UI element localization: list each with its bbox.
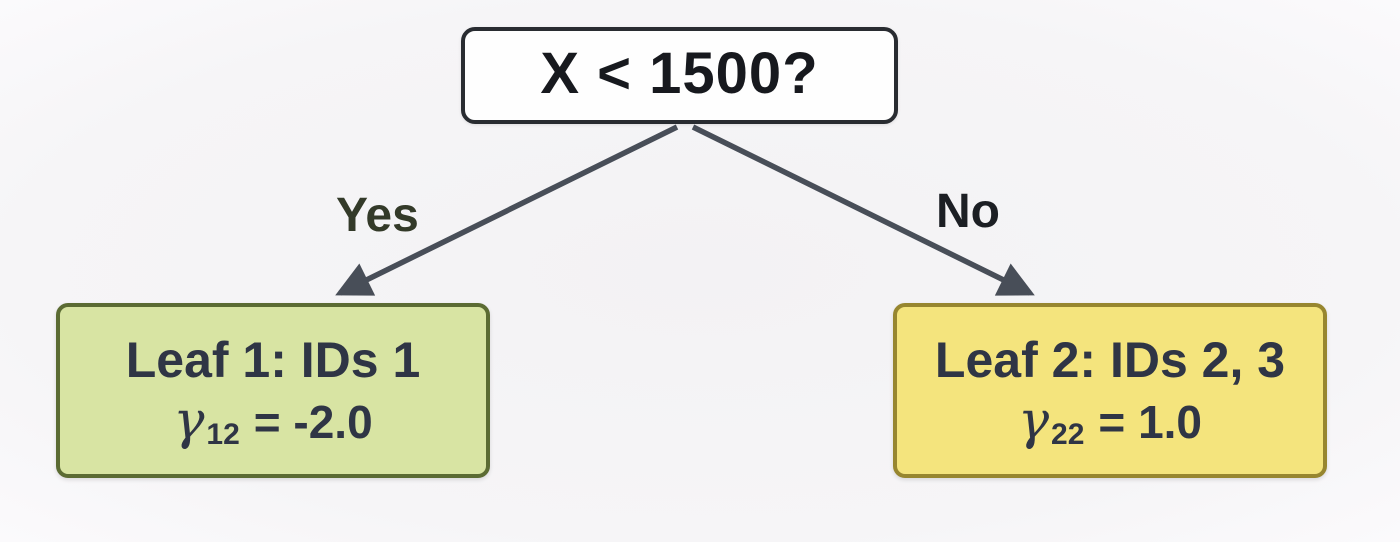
no-branch-label: No [936, 185, 1000, 238]
gamma-value: = -2.0 [253, 395, 373, 448]
gamma-symbol: γ [1017, 390, 1050, 451]
leaf-1-title: Leaf 1: IDs 1 [125, 331, 421, 388]
gamma-value: = 1.0 [1098, 395, 1203, 448]
gamma-subscript: 12 [206, 418, 240, 452]
gamma-symbol: γ [173, 390, 205, 451]
root-decision-label: X < 1500? [540, 40, 819, 106]
gamma-subscript: 22 [1051, 418, 1085, 452]
leaf-2-title: Leaf 2: IDs 2, 3 [934, 331, 1286, 388]
yes-branch-label: Yes [336, 189, 419, 242]
root-decision-node: X < 1500? [461, 27, 898, 124]
